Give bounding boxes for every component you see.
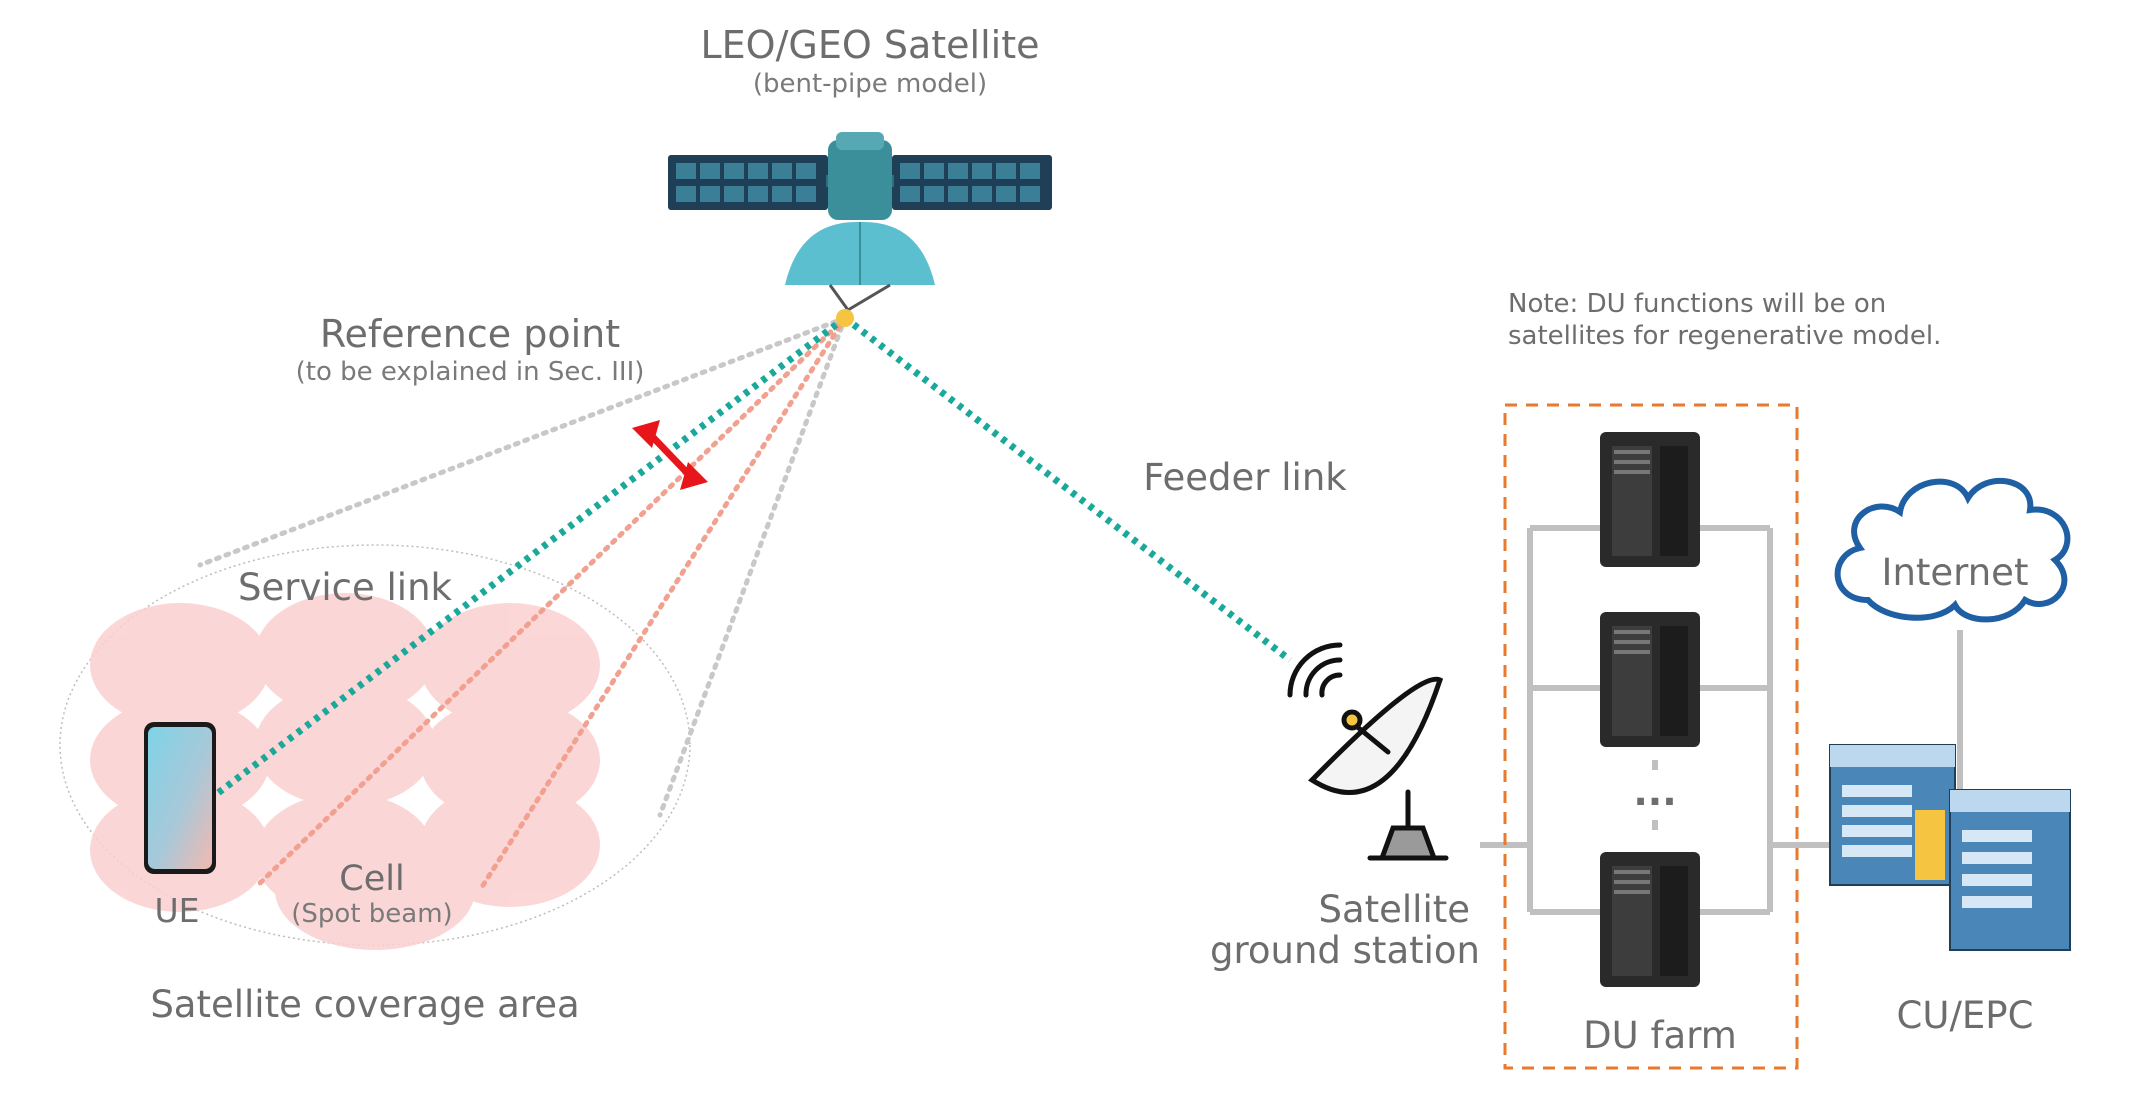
ue-label: UE [154, 891, 199, 930]
cu-epc-servers-icon [1829, 744, 2071, 951]
du-server-icon [1600, 612, 1700, 747]
beam-edge-left [197, 315, 848, 568]
reference-point-subtitle: (to be explained in Sec. III) [296, 357, 645, 387]
spot-beam-edge-left [255, 315, 848, 888]
du-server-icon [1600, 432, 1700, 567]
satellite-icon [668, 132, 1052, 327]
cu-epc-label: CU/EPC [1897, 994, 2034, 1037]
ue-phone-icon [144, 722, 216, 874]
du-farm-label: DU farm [1583, 1014, 1737, 1057]
reference-point-title: Reference point [320, 312, 620, 356]
ground-station-dish-icon [1287, 642, 1449, 861]
cell-sublabel: (Spot beam) [291, 899, 452, 929]
service-link-label: Service link [238, 566, 453, 609]
internet-cloud-icon [1834, 478, 2071, 623]
cell-label: Cell [339, 859, 404, 899]
satellite-title: LEO/GEO Satellite [701, 23, 1040, 67]
beam-edge-right [657, 315, 848, 818]
note-line1: Note: DU functions will be on [1508, 289, 1886, 319]
ground-station-label-line1: Satellite [1318, 888, 1470, 931]
du-server-icon [1600, 852, 1700, 987]
reference-point-marker [632, 420, 708, 490]
feeder-link-label: Feeder link [1143, 456, 1347, 499]
spot-beam-edge-right [477, 315, 848, 893]
note-line2: satellites for regenerative model. [1508, 321, 1941, 351]
du-farm-boundary [1503, 403, 1799, 1070]
coverage-area-label: Satellite coverage area [150, 983, 579, 1026]
ground-station-label-line2: ground station [1210, 929, 1480, 972]
satellite-subtitle: (bent-pipe model) [753, 69, 987, 99]
internet-label: Internet [1882, 551, 2029, 594]
coverage-area-outline [59, 544, 691, 946]
du-farm-ellipsis: ... [1633, 770, 1676, 814]
